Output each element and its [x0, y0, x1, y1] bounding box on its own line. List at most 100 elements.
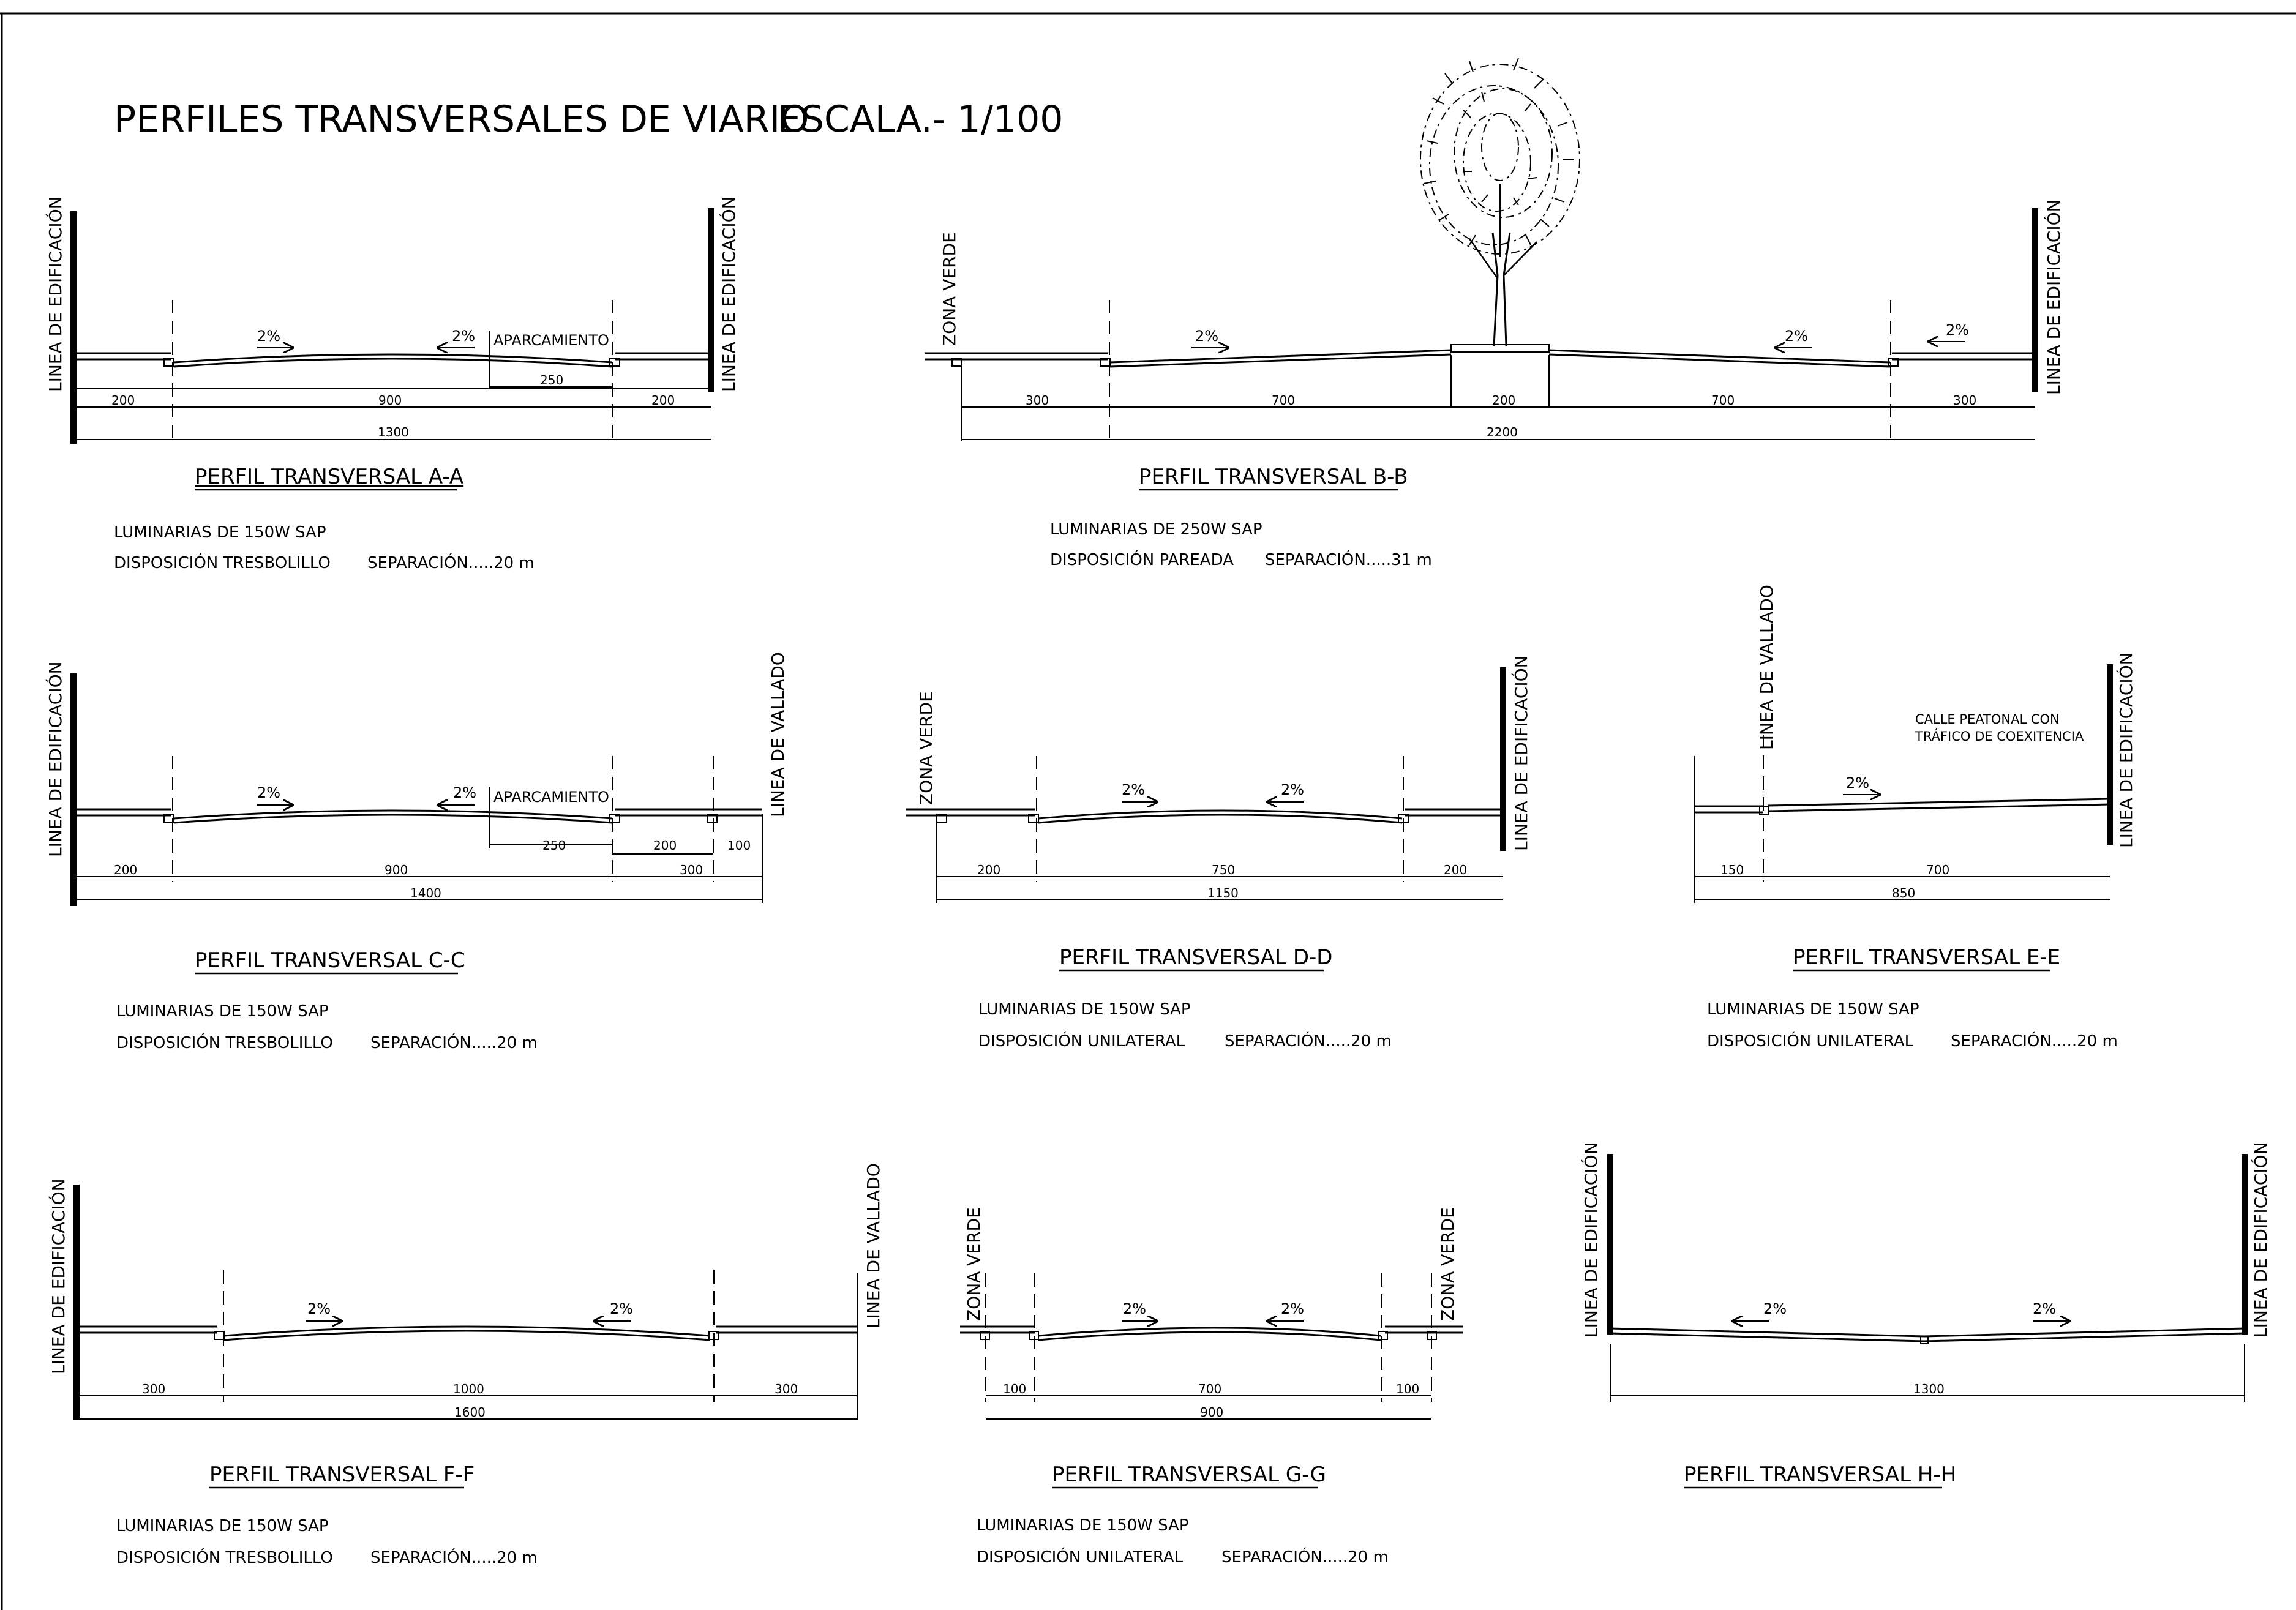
dimension: 200	[977, 863, 1000, 877]
slope-label: 2%	[1763, 1300, 1787, 1317]
slope-label: 2%	[1281, 1300, 1304, 1317]
profile-caption: PERFIL TRANSVERSAL H-H	[1684, 1462, 1956, 1487]
dimension: 900	[378, 393, 402, 408]
drawing-title: PERFILES TRANSVERSALES DE VIARIO	[114, 98, 809, 141]
slope-label: 2%	[1846, 774, 1869, 792]
peatonal-label: TRÁFICO DE COEXITENCIA	[1915, 728, 2084, 744]
dimension: 1150	[1207, 886, 1239, 900]
label-zona-verde: ZONA VERDE	[964, 1207, 984, 1321]
profile-caption: PERFIL TRANSVERSAL E-E	[1793, 945, 2060, 970]
label-vallado: LINEA DE VALLADO	[863, 1163, 884, 1328]
parking-label: APARCAMIENTO	[493, 788, 609, 806]
label-zona-verde: ZONA VERDE	[916, 691, 936, 805]
arrangement: DISPOSICIÓN UNILATERAL	[977, 1547, 1184, 1567]
arrangement: DISPOSICIÓN TRESBOLILLO	[116, 1033, 333, 1052]
slope-label: 2%	[453, 784, 476, 801]
lighting: LUMINARIAS DE 150W SAP	[978, 1000, 1191, 1019]
dimension: 200	[651, 393, 675, 408]
dimension: 200	[653, 838, 677, 853]
dimension: 300	[1026, 393, 1049, 408]
profile-c-c	[70, 673, 763, 906]
dimension: 100	[1396, 1382, 1419, 1396]
drawing-scale: ESCALA.- 1/100	[778, 98, 1063, 141]
dimension: 150	[1720, 863, 1744, 877]
dimension: 1000	[453, 1382, 484, 1396]
separation: SEPARACIÓN.....20 m	[1951, 1031, 2118, 1050]
separation: SEPARACIÓN.....20 m	[370, 1548, 538, 1567]
dimension: 100	[727, 838, 751, 853]
dimension: 300	[775, 1382, 798, 1396]
label-edificacion: LINEA DE EDIFICACIÓN	[45, 196, 66, 392]
slope-label: 2%	[1122, 781, 1145, 798]
profile-caption: PERFIL TRANSVERSAL B-B	[1139, 465, 1408, 489]
dimension: 1300	[378, 425, 409, 440]
label-edificacion: LINEA DE EDIFICACIÓN	[1580, 1142, 1601, 1338]
arrangement: DISPOSICIÓN TRESBOLILLO	[114, 553, 331, 572]
profile-b-b	[925, 208, 2038, 441]
separation: SEPARACIÓN.....20 m	[1225, 1031, 1392, 1050]
profile-caption: PERFIL TRANSVERSAL A-A	[195, 465, 463, 489]
profile-e-e	[1694, 664, 2113, 903]
dimension: 700	[1711, 393, 1735, 408]
label-vallado: LINEA DE VALLADO	[1757, 585, 1777, 750]
profile-a-a	[70, 208, 714, 444]
parking-label: APARCAMIENTO	[493, 332, 609, 349]
dimension: 200	[1444, 863, 1467, 877]
slope-label: 2%	[452, 328, 475, 345]
label-zona-verde: ZONA VERDE	[1438, 1207, 1458, 1321]
slope-label: 2%	[1946, 321, 1969, 339]
dimension: 700	[1198, 1382, 1221, 1396]
lighting: LUMINARIAS DE 150W SAP	[1707, 1000, 1919, 1019]
dimension: 100	[1003, 1382, 1026, 1396]
slope-label: 2%	[257, 784, 280, 801]
label-edificacion: LINEA DE EDIFICACIÓN	[2043, 199, 2064, 395]
label-edificacion: LINEA DE EDIFICACIÓN	[2115, 652, 2136, 848]
dimension: 200	[114, 863, 137, 877]
lighting: LUMINARIAS DE 150W SAP	[116, 1002, 329, 1020]
profile-caption: PERFIL TRANSVERSAL D-D	[1059, 945, 1332, 970]
dimension: 200	[111, 393, 135, 408]
profile-caption: PERFIL TRANSVERSAL C-C	[195, 948, 465, 973]
label-edificacion: LINEA DE EDIFICACIÓN	[45, 661, 66, 857]
slope-label: 2%	[307, 1300, 331, 1317]
dimension: 700	[1926, 863, 1949, 877]
slope-label: 2%	[1195, 328, 1218, 345]
slope-label: 2%	[257, 328, 280, 345]
separation: SEPARACIÓN.....20 m	[367, 553, 535, 572]
profile-h-h	[1607, 1154, 2248, 1402]
label-vallado: LINEA DE VALLADO	[768, 652, 788, 817]
arrangement: DISPOSICIÓN UNILATERAL	[978, 1031, 1185, 1050]
slope-label: 2%	[1123, 1300, 1146, 1317]
lighting: LUMINARIAS DE 150W SAP	[116, 1517, 329, 1535]
profile-g-g	[960, 1273, 1463, 1420]
dimension: 1300	[1913, 1382, 1945, 1396]
dimension: 250	[542, 838, 566, 853]
label-edificacion: LINEA DE EDIFICACIÓN	[2250, 1142, 2271, 1338]
dimension: 1600	[454, 1405, 486, 1420]
dimension: 200	[1492, 393, 1515, 408]
tree-illustration	[1420, 58, 1580, 346]
slope-label: 2%	[1785, 328, 1808, 345]
slope-label: 2%	[2033, 1300, 2056, 1317]
arrangement: DISPOSICIÓN TRESBOLILLO	[116, 1548, 333, 1567]
label-zona-verde: ZONA VERDE	[939, 232, 959, 346]
separation: SEPARACIÓN.....31 m	[1265, 550, 1432, 569]
dimension: 850	[1892, 886, 1915, 900]
lighting: LUMINARIAS DE 250W SAP	[1050, 520, 1262, 539]
arrangement: DISPOSICIÓN PAREADA	[1050, 550, 1234, 569]
lighting: LUMINARIAS DE 150W SAP	[114, 523, 326, 542]
label-edificacion: LINEA DE EDIFICACIÓN	[1510, 655, 1531, 851]
dimension: 750	[1212, 863, 1235, 877]
lighting: LUMINARIAS DE 150W SAP	[977, 1516, 1189, 1535]
dimension: 900	[1200, 1405, 1223, 1420]
slope-label: 2%	[1281, 781, 1304, 798]
dimension: 900	[385, 863, 408, 877]
profile-caption: PERFIL TRANSVERSAL G-G	[1052, 1462, 1326, 1487]
dimension: 1400	[410, 886, 441, 900]
dimension: 300	[1953, 393, 1976, 408]
dimension: 300	[680, 863, 703, 877]
profile-f-f	[73, 1185, 858, 1420]
profile-d-d	[906, 667, 1506, 903]
dimension: 2200	[1487, 425, 1518, 440]
